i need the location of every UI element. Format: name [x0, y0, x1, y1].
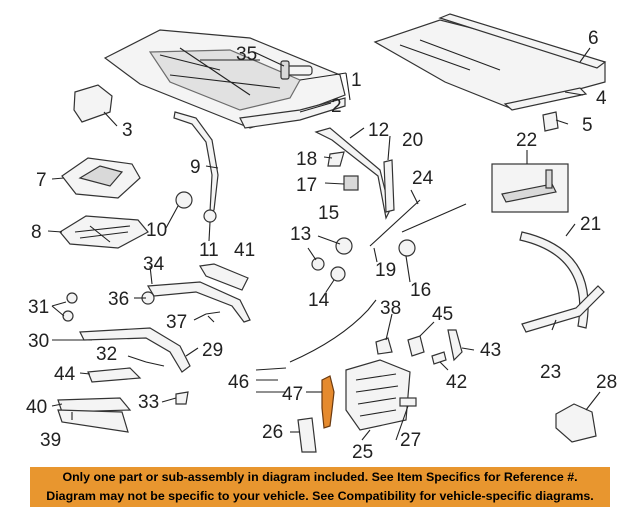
callout-22: 22: [516, 130, 537, 151]
screw-37: [205, 311, 221, 315]
clip-27: [399, 397, 417, 407]
callout-29: 29: [202, 340, 223, 361]
callout-7: 7: [36, 170, 47, 191]
bracket-26: [297, 417, 317, 453]
seal-arc-23: [521, 285, 605, 333]
callout-10: 10: [146, 220, 167, 241]
trim-29: [79, 327, 191, 373]
bracket-17: [343, 175, 359, 191]
bolt-35: [280, 60, 313, 80]
clip-5: [542, 111, 559, 132]
callout-44: 44: [54, 364, 76, 385]
callout-35: 35: [236, 44, 257, 65]
clip-33: [175, 391, 189, 405]
callout-5: 5: [582, 115, 593, 136]
disclaimer-line-1: Only one part or sub-assembly in diagram…: [62, 470, 578, 484]
callout-42: 42: [446, 372, 467, 393]
callout-20: 20: [402, 130, 423, 151]
leader-lines: [47, 47, 601, 441]
callout-46: 46: [228, 372, 249, 393]
callout-39: 39: [40, 430, 61, 451]
callout-16: 16: [410, 280, 431, 301]
grommet-11: [203, 209, 217, 223]
callout-43: 43: [480, 340, 501, 361]
arm-20: [383, 159, 395, 213]
callout-26: 26: [262, 422, 283, 443]
callout-27: 27: [400, 430, 421, 451]
callout-12: 12: [368, 120, 389, 141]
callout-2: 2: [331, 96, 342, 117]
top-cover-panel: [103, 29, 346, 129]
callout-17: 17: [296, 175, 317, 196]
callout-4: 4: [596, 88, 607, 109]
bracket-18: [327, 151, 345, 167]
callout-19: 19: [375, 260, 396, 281]
callout-21: 21: [580, 214, 601, 235]
callout-18: 18: [296, 149, 317, 170]
disc-14: [330, 266, 346, 282]
callout-8: 8: [31, 222, 42, 243]
strap-43: [447, 329, 463, 362]
parts-diagram: 1 2 3 4 5 6 7 8 9 10 11 12 13 14 15 16 1…: [26, 13, 617, 462]
trim-39: [57, 409, 129, 433]
cable-46: [289, 299, 377, 363]
callout-11: 11: [199, 240, 219, 261]
callout-45: 45: [432, 304, 453, 325]
disc-15: [335, 237, 353, 255]
clip-42: [431, 351, 447, 365]
callout-1: 1: [351, 70, 362, 91]
callout-28: 28: [596, 372, 617, 393]
grommet-10: [175, 191, 193, 209]
callout-40: 40: [26, 397, 47, 418]
callout-23: 23: [540, 362, 561, 383]
callout-13: 13: [290, 224, 311, 245]
latch-assembly-25: [345, 359, 411, 431]
callout-47: 47: [282, 384, 303, 405]
callout-14: 14: [308, 290, 330, 311]
bracket-38: [375, 337, 393, 355]
hinge-28: [555, 403, 597, 443]
bracket-45: [407, 335, 425, 357]
callout-numbers: 1 2 3 4 5 6 7 8 9 10 11 12 13 14 15 16 1…: [26, 28, 617, 462]
callout-41: 41: [234, 240, 255, 261]
actuator-47: [321, 375, 335, 429]
rear-shelf-panel: [373, 13, 607, 111]
arm-12: [314, 127, 391, 220]
trim-40: [57, 397, 132, 413]
callout-9: 9: [190, 157, 201, 178]
rod-19: [369, 199, 421, 247]
callout-38: 38: [380, 298, 401, 319]
callout-3: 3: [122, 120, 133, 141]
disc-13: [311, 257, 325, 271]
callout-32: 32: [96, 344, 117, 365]
trim-41: [199, 263, 249, 291]
callout-34: 34: [143, 254, 165, 275]
trim-34: [146, 281, 251, 323]
callout-6: 6: [588, 28, 599, 49]
trim-22: [491, 163, 569, 213]
disc-16: [398, 239, 416, 257]
screw-32: [145, 361, 165, 367]
disclaimer-banner: Only one part or sub-assembly in diagram…: [30, 467, 610, 507]
callout-31: 31: [28, 297, 49, 318]
callout-30: 30: [28, 331, 49, 352]
rod-24: [401, 203, 467, 233]
callout-25: 25: [352, 442, 373, 462]
fastener-31: [66, 292, 78, 304]
disclaimer-line-2: Diagram may not be specific to your vehi…: [46, 489, 594, 503]
callout-15: 15: [318, 203, 339, 224]
callout-36: 36: [108, 289, 129, 310]
callout-37: 37: [166, 312, 187, 333]
fastener-31b: [62, 310, 74, 322]
bracket-3: [73, 84, 113, 123]
seal-arc-21: [519, 231, 589, 329]
callout-24: 24: [412, 168, 434, 189]
tray-7: [61, 157, 141, 199]
tray-8: [59, 215, 149, 249]
trim-44: [87, 367, 142, 383]
callout-33: 33: [138, 392, 159, 413]
